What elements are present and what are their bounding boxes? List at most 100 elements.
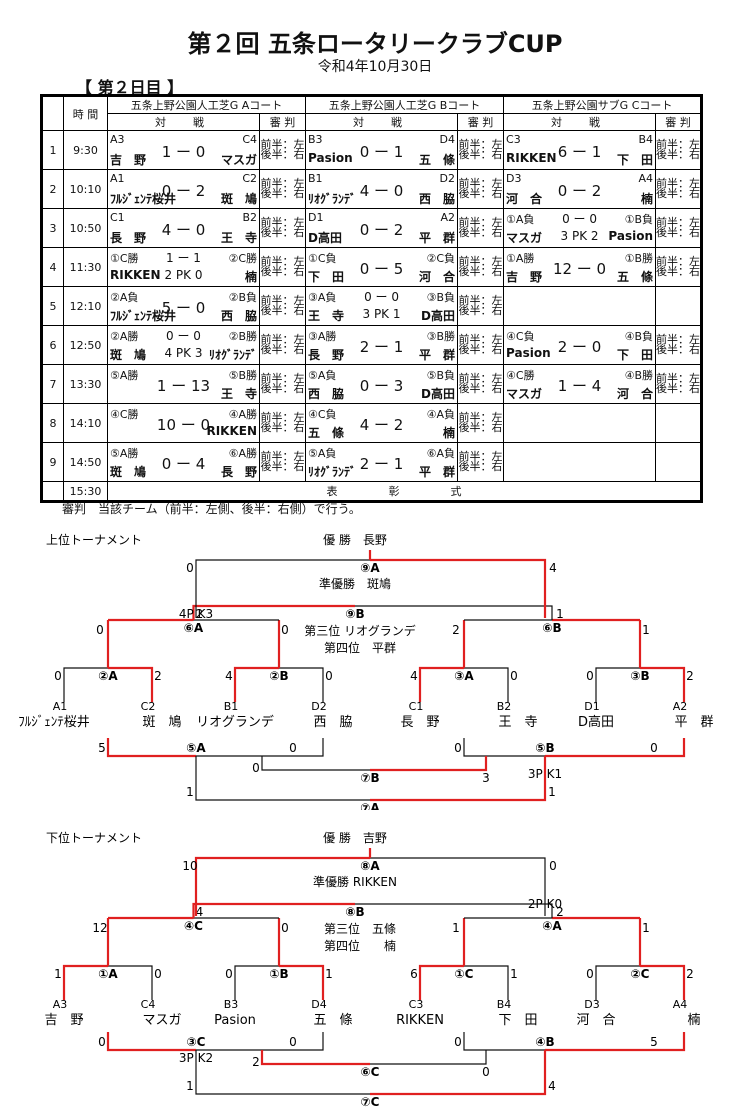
page-title: 第２回 五条ロータリークラブCUP [187, 30, 563, 58]
home-seed: ①A勝 [506, 252, 535, 265]
away-team: 王 寺 [220, 231, 257, 245]
match-header: 対 戦 [107, 113, 260, 131]
home-team: 西 脇 [308, 387, 345, 401]
match-code: ①C [455, 967, 474, 981]
seed-label: C2 [141, 700, 156, 713]
referee-cell: 前半：左後半：右 [655, 169, 703, 209]
seed-label: A2 [673, 700, 688, 713]
match-time: 10:50 [63, 208, 108, 248]
away-seed: ④B負 [624, 330, 654, 343]
pk-label: 4P K3 [179, 607, 213, 621]
seed-label: A4 [673, 998, 688, 1011]
referee-cell: 前半：左後半：右 [258, 325, 307, 365]
champion-label: 優 勝 吉野 [323, 830, 387, 845]
away-seed: D2 [439, 172, 456, 185]
match-score: 0 ー 4 [161, 455, 206, 473]
score: 0 [650, 741, 658, 755]
r1-line [464, 667, 509, 702]
match-time: 14:10 [63, 403, 108, 443]
score: 1 [510, 967, 518, 981]
cons-line [463, 1032, 545, 1051]
schedule-table: 時 間 五条上野公園人工芝G Aコート 五条上野公園人工芝G Bコート 五条上野… [40, 94, 704, 503]
team-name: 下 田 [498, 1013, 537, 1028]
away-seed: D4 [439, 133, 456, 146]
match-number: 8 [41, 403, 64, 443]
score: 2 [196, 607, 204, 621]
match-code: ⑦C [361, 1095, 380, 1109]
team-name: 西 脇 [313, 715, 352, 730]
home-team: 下 田 [308, 270, 345, 284]
match-code: ⑧A [360, 859, 380, 873]
pk-score: 3 PK 2 [560, 229, 599, 243]
match-code: ②A [98, 669, 118, 683]
home-team: ﾘｵｸﾞﾗﾝﾃﾞ [308, 465, 357, 479]
team-name: マスガ [142, 1013, 181, 1028]
match-header: 対 戦 [305, 113, 459, 131]
match-code: ⑦A [360, 801, 380, 810]
r1-line [63, 667, 108, 702]
match-code: ⑤A [186, 741, 206, 755]
match-code: ①A [98, 967, 118, 981]
away-seed: ①B負 [624, 213, 654, 226]
score: 0 [510, 669, 518, 683]
home-seed: ⑤A負 [308, 447, 337, 460]
final-line [195, 559, 370, 618]
score: 4 [225, 669, 233, 683]
home-team: D高田 [308, 231, 342, 245]
away-team: 王 寺 [220, 387, 257, 401]
score: 0 [186, 561, 194, 575]
referee-cell: 前半：左後半：右 [457, 208, 505, 248]
away-seed: ②C勝 [228, 252, 257, 265]
home-team: 斑 鳩 [110, 348, 147, 362]
away-team: 平 群 [419, 348, 456, 362]
bracket-heading: 上位トーナメント [46, 532, 142, 547]
referee-cell: 前半：左後半：右 [655, 247, 703, 287]
cons-third-line [370, 1050, 547, 1096]
away-team: 平 群 [419, 465, 456, 479]
team-name: 吉 野 [44, 1013, 83, 1028]
score: 0 [549, 859, 557, 873]
score: 0 [325, 669, 333, 683]
seed-label: D4 [311, 998, 326, 1011]
home-team: 王 寺 [308, 309, 345, 323]
score: 0 [252, 761, 260, 775]
score: 0 [96, 623, 104, 637]
score: 1 [548, 785, 556, 799]
away-team: 西 脇 [220, 309, 257, 323]
home-seed: ①A負 [506, 213, 535, 226]
match-time: 9:30 [63, 130, 108, 170]
score: 0 [225, 967, 233, 981]
r1-line [464, 965, 509, 1000]
away-team: ﾘｵｸﾞﾗﾝﾃﾞ [208, 348, 257, 362]
match-score: 1 ー 4 [557, 377, 602, 395]
match-score: 0 ー 2 [359, 221, 404, 239]
seed-label: D1 [584, 700, 599, 713]
away-team: 平 群 [419, 231, 456, 245]
away-seed: ③B勝 [426, 330, 456, 343]
team-name: RIKKEN [396, 1013, 444, 1028]
away-team: D高田 [421, 387, 456, 401]
match-score: 1 ー 13 [156, 377, 211, 395]
team-name: 河 合 [576, 1013, 615, 1028]
r1-line [233, 666, 279, 702]
match-score: 1 ー 0 [161, 143, 206, 161]
bracket-heading: 下位トーナメント [46, 830, 142, 845]
home-team: ﾌﾙｼﾞｪﾝﾃ桜井 [110, 309, 177, 323]
referee-cell: 前半：左後半：右 [258, 169, 307, 209]
match-code: ②B [269, 669, 288, 683]
col-no [41, 95, 64, 131]
away-team: マスガ [220, 153, 257, 167]
home-seed: ④C勝 [506, 369, 535, 382]
pk-score: 4 PK 3 [164, 346, 203, 360]
home-team: ﾘｵｸﾞﾗﾝﾃﾞ [308, 192, 357, 206]
match-code: ④A [542, 919, 562, 933]
match-score: 0 ー 2 [161, 182, 206, 200]
match-code: ⑦B [360, 771, 379, 785]
